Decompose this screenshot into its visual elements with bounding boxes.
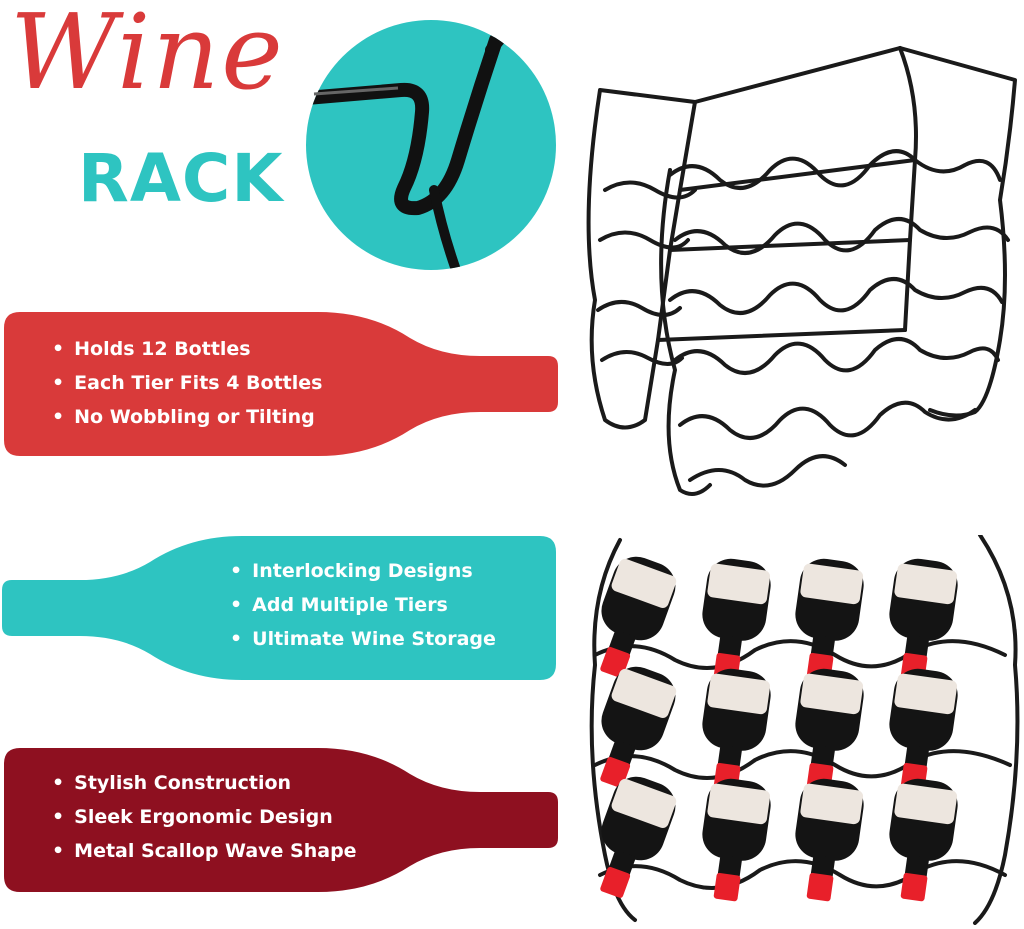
feature-item: Add Multiple Tiers — [230, 588, 496, 622]
wine-bottle — [795, 778, 864, 902]
wine-bottle — [600, 776, 677, 898]
feature-banner-maroon: Stylish Construction Sleek Ergonomic Des… — [0, 744, 560, 894]
title-script-word: Wine — [10, 0, 285, 113]
wine-bottle — [600, 666, 677, 788]
feature-banner-red: Holds 12 Bottles Each Tier Fits 4 Bottle… — [0, 308, 560, 458]
wine-bottle — [889, 558, 958, 682]
wine-bottle — [889, 778, 958, 902]
feature-list-red: Holds 12 Bottles Each Tier Fits 4 Bottle… — [52, 332, 322, 434]
feature-item: Each Tier Fits 4 Bottles — [52, 366, 322, 400]
feature-item: Interlocking Designs — [230, 554, 496, 588]
feature-item: Stylish Construction — [52, 766, 357, 800]
wine-bottle — [889, 668, 958, 792]
wine-bottle — [702, 558, 771, 682]
feature-item: Holds 12 Bottles — [52, 332, 322, 366]
feature-item: Metal Scallop Wave Shape — [52, 834, 356, 868]
wine-bottle — [795, 668, 864, 792]
wire-hook-closeup-image — [306, 20, 556, 270]
wine-bottle — [702, 668, 771, 792]
feature-item: Sleek Ergonomic Design — [52, 800, 357, 834]
feature-list-maroon: Stylish Construction Sleek Ergonomic Des… — [52, 766, 357, 868]
wine-bottle — [702, 778, 771, 902]
feature-banner-teal: Interlocking Designs Add Multiple Tiers … — [0, 532, 560, 682]
stacked-wire-racks-image — [586, 46, 1017, 496]
feature-item: No Wobbling or Tilting — [52, 400, 322, 434]
feature-item: Ultimate Wine Storage — [230, 622, 496, 656]
wine-bottle — [600, 556, 677, 678]
feature-list-teal: Interlocking Designs Add Multiple Tiers … — [230, 554, 496, 656]
rack-with-bottles-image — [589, 535, 1020, 925]
title-bold-word: RACK — [78, 140, 284, 217]
